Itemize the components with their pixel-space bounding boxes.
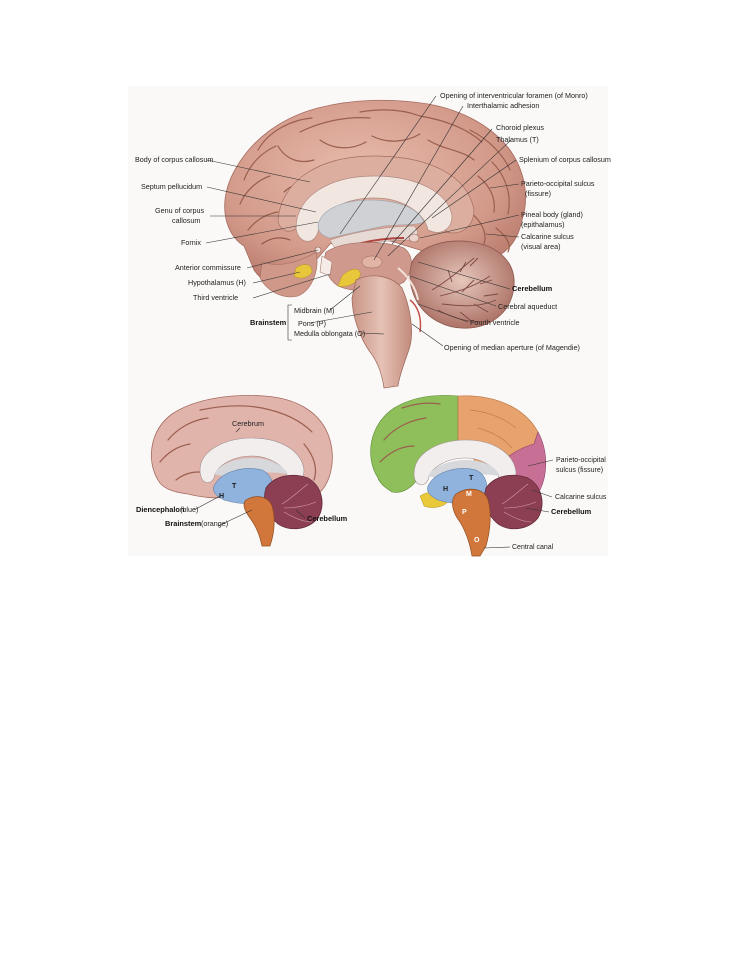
left-brainstem <box>243 496 275 547</box>
septum-pellucidum <box>317 199 425 239</box>
brainstem-main <box>351 275 412 389</box>
left-label-brainstem-note: (orange) <box>201 519 228 528</box>
label-parieto-1: Parieto-occipital sulcus <box>521 179 595 188</box>
label-genu-2: callosum <box>172 216 200 225</box>
right-arbor <box>501 483 537 523</box>
label-monro: Opening of interventricular foramen (of … <box>440 91 588 100</box>
label-pineal-2: (epithalamus) <box>521 220 565 229</box>
label-aqueduct: Cerebral aqueduct <box>498 302 557 311</box>
label-pineal-1: Pineal body (gland) <box>521 210 583 219</box>
right-label-calcarine: Calcarine sulcus <box>555 494 607 501</box>
label-body-cc: Body of corpus callosum <box>135 155 213 164</box>
label-interthalamic: Interthalamic adhesion <box>467 101 539 110</box>
cerebellum-main <box>409 240 515 329</box>
cerebral-aqueduct <box>397 267 419 301</box>
left-arbor <box>281 483 317 523</box>
main-labels: Opening of interventricular foramen (of … <box>135 91 611 352</box>
interthalamic-adhesion <box>361 255 383 269</box>
label-choroid: Choroid plexus <box>496 123 544 132</box>
right-gyri-parietal <box>469 409 517 449</box>
label-ant-commissure: Anterior commissure <box>175 263 241 272</box>
label-midbrain: Midbrain (M) <box>294 306 334 315</box>
left-label-cerebellum: Cerebellum <box>307 514 348 523</box>
label-fornix: Fornix <box>181 238 201 247</box>
label-pons: Pons (P) <box>298 319 326 328</box>
left-letter-t: T <box>232 483 237 490</box>
gyri-pattern <box>239 109 511 253</box>
label-cerebellum: Cerebellum <box>512 284 553 293</box>
label-medulla: Medulla oblongata (O) <box>294 329 365 338</box>
label-magendie: Opening of median aperture (of Magendie) <box>444 343 580 352</box>
label-hypothalamus: Hypothalamus (H) <box>188 278 246 287</box>
left-letter-h: H <box>219 493 224 500</box>
left-label-diencephalon: Diencephalon <box>136 505 185 514</box>
right-label-parieto-2: sulcus (fissure) <box>556 467 603 474</box>
label-splenium: Splenium of corpus callosum <box>519 155 611 164</box>
fourth-ventricle <box>409 299 422 333</box>
label-calcarine-2: (visual area) <box>521 242 561 251</box>
label-brainstem: Brainstem <box>250 318 287 327</box>
label-calcarine-1: Calcarine sulcus <box>521 232 574 241</box>
right-label-central-canal: Central canal <box>512 544 554 551</box>
left-leaders <box>193 427 306 527</box>
right-letter-t: T <box>469 475 474 482</box>
pineal-body <box>408 233 420 243</box>
label-fourth-ventricle: Fourth ventricle <box>470 318 520 327</box>
right-leaders <box>483 459 554 549</box>
hypothalamus <box>293 264 313 279</box>
main-brain-figure: Opening of interventricular foramen (of … <box>128 86 611 396</box>
leader-lines <box>205 95 520 347</box>
right-gyri <box>379 402 441 463</box>
right-letter-p: P <box>462 509 467 516</box>
label-thalamus: Thalamus (T) <box>496 135 539 144</box>
third-ventricle <box>319 255 333 277</box>
right-letter-h: H <box>443 486 448 493</box>
right-label-cerebellum: Cerebellum <box>551 507 592 516</box>
right-letter-m: M <box>466 491 472 498</box>
label-genu-1: Genu of corpus <box>155 206 205 215</box>
right-brainstem <box>452 488 491 557</box>
left-label-cerebrum: Cerebrum <box>232 419 264 428</box>
left-label-brainstem: Brainstem <box>165 519 202 528</box>
right-brain-figure: T H M P O Parieto-occipital sulcus (fiss… <box>370 395 607 557</box>
right-letter-o: O <box>474 537 480 544</box>
label-septum: Septum pellucidum <box>141 182 202 191</box>
right-label-parieto-1: Parieto-occipital <box>556 457 606 464</box>
left-label-diencephalon-note: (blue) <box>180 505 198 514</box>
label-parieto-2: (fissure) <box>525 189 551 198</box>
label-third-ventricle: Third ventricle <box>193 293 238 302</box>
mammillary-yellow <box>337 269 361 287</box>
left-gyri <box>159 405 317 481</box>
